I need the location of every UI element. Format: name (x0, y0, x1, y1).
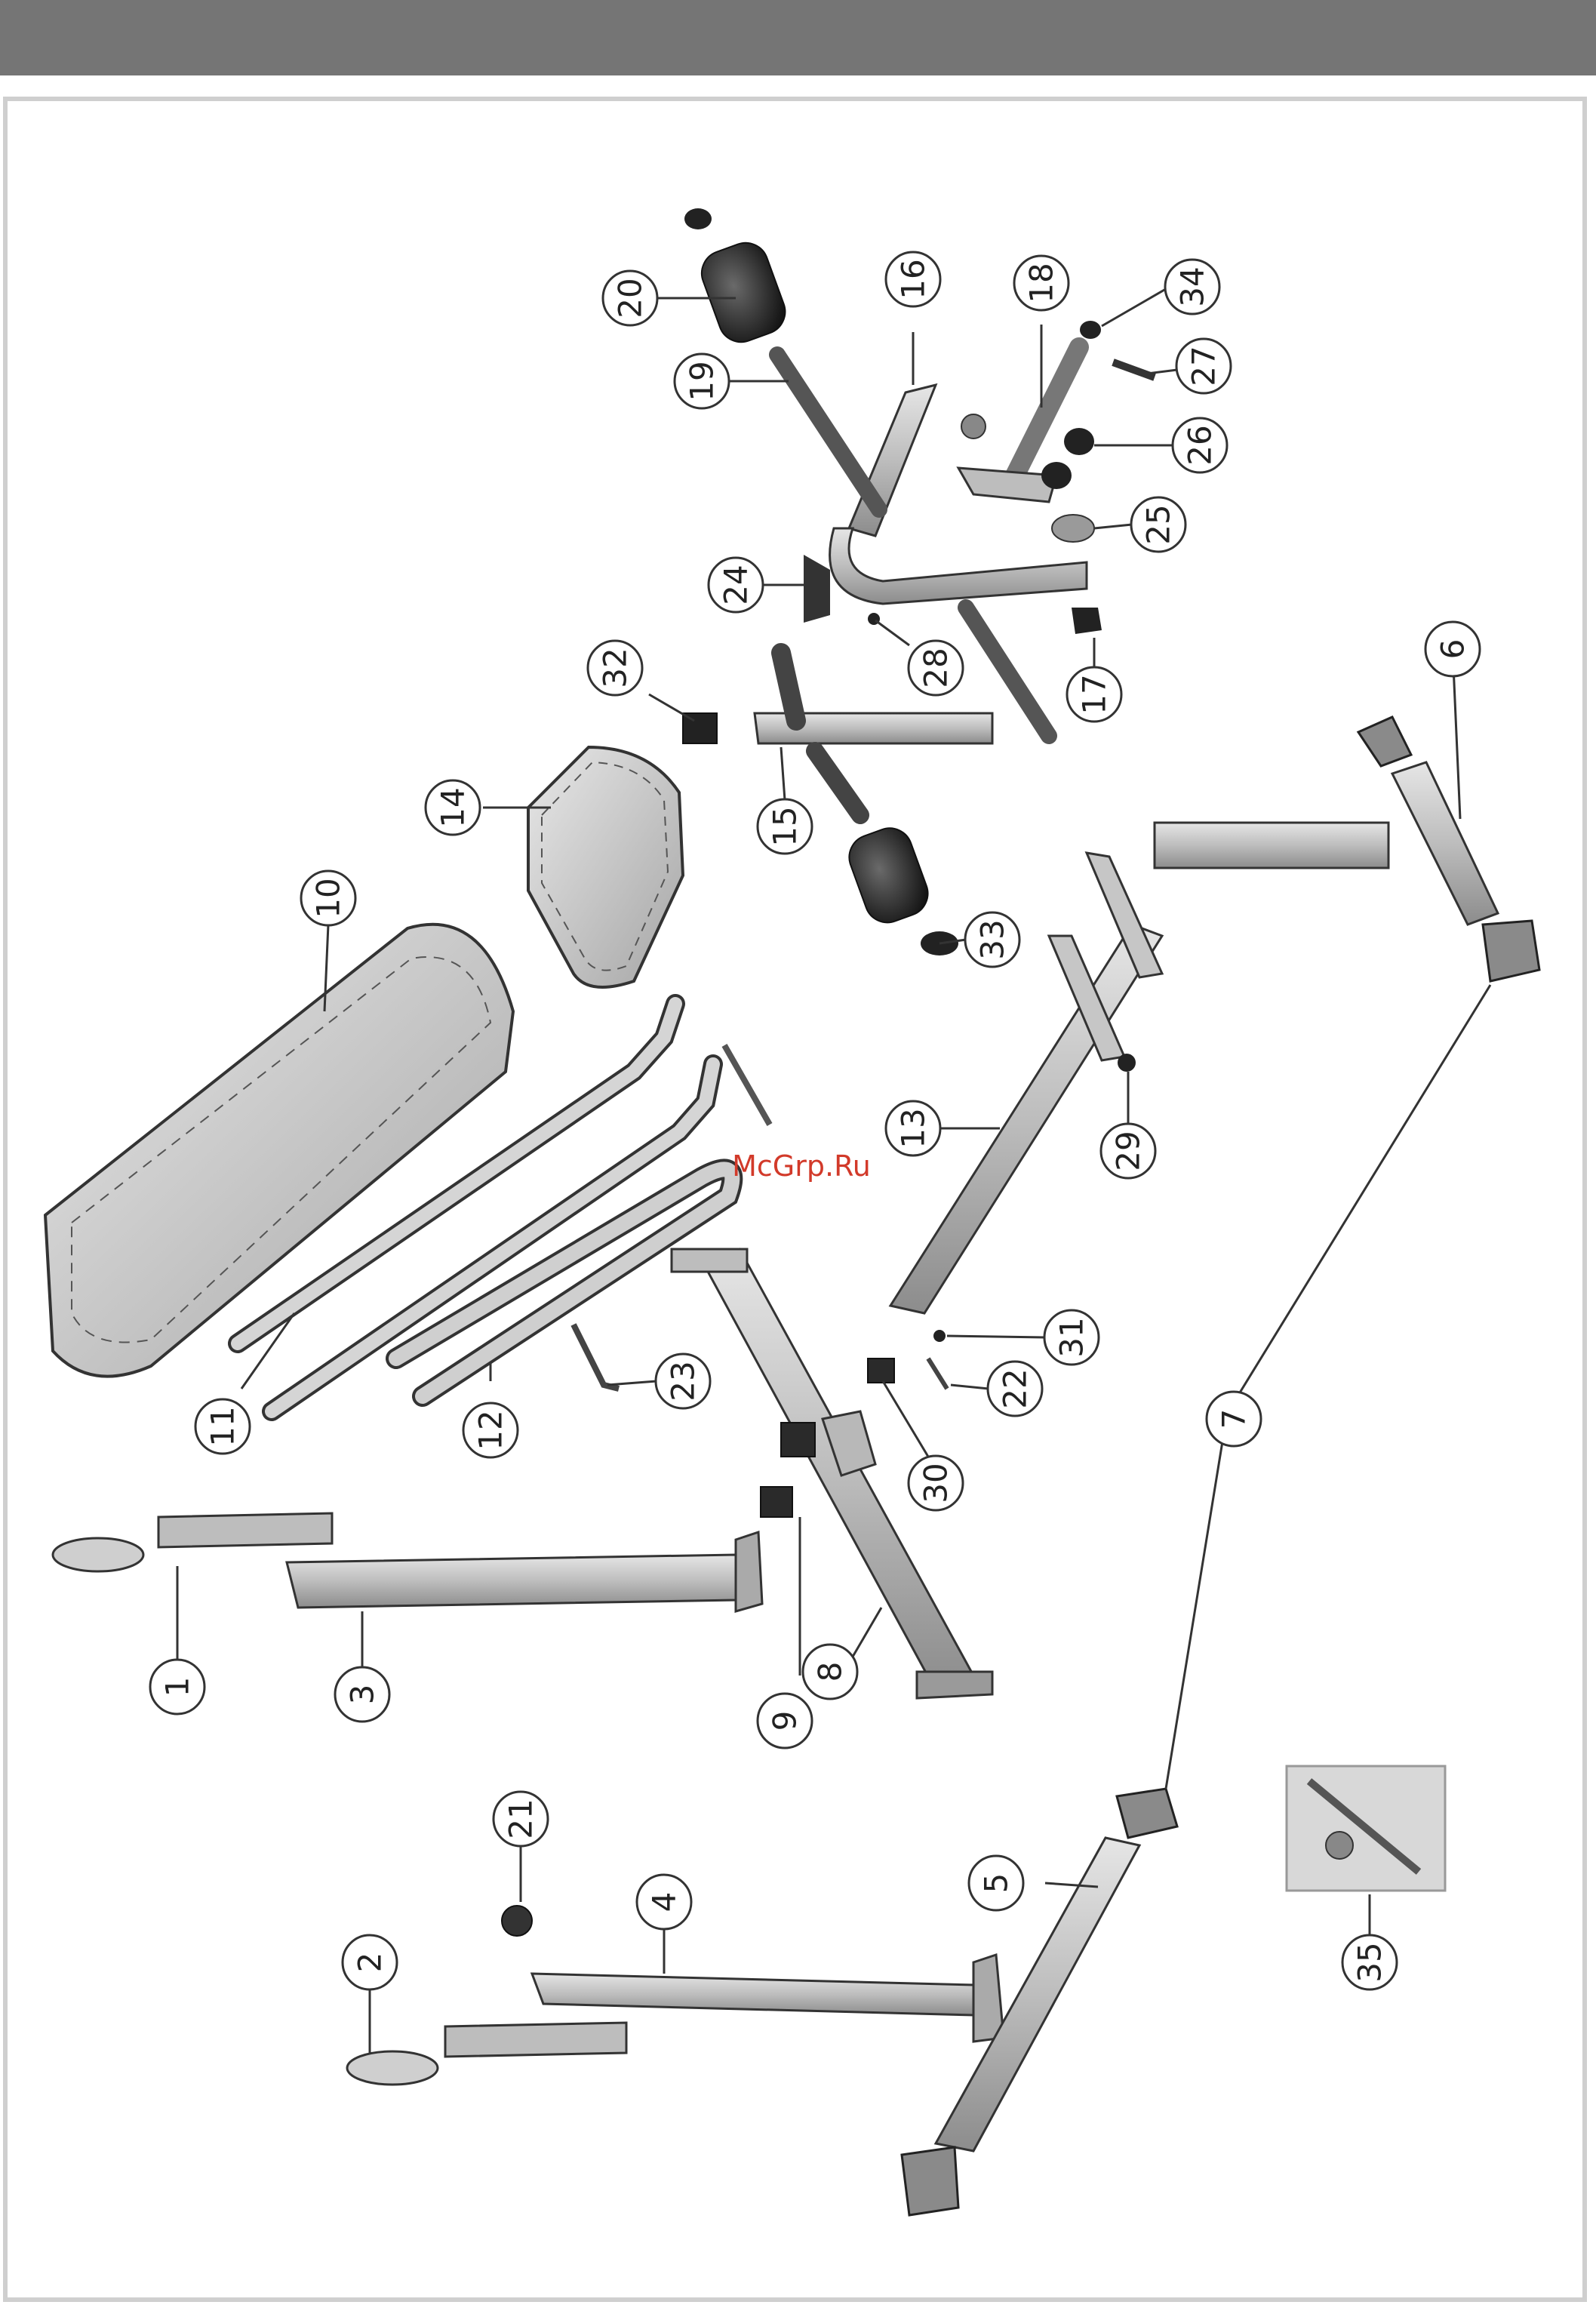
callout-34: 34 (1165, 260, 1219, 314)
callout-27: 27 (1176, 339, 1231, 393)
callout-1-label: 1 (159, 1677, 196, 1697)
callout-21-label: 21 (503, 1799, 540, 1839)
callout-11-label: 11 (204, 1406, 241, 1446)
callout-18: 18 (1014, 256, 1069, 310)
callout-1: 1 (150, 1660, 204, 1714)
callout-12-label: 12 (472, 1410, 509, 1450)
callout-28-label: 28 (918, 648, 955, 688)
callout-10: 10 (301, 871, 355, 925)
callout-32-label: 32 (597, 648, 634, 688)
callout-16: 16 (886, 252, 940, 306)
callout-21: 21 (494, 1792, 548, 1846)
callout-17: 17 (1067, 667, 1121, 722)
callout-18-label: 18 (1023, 263, 1060, 303)
watermark-text: McGrp.Ru (732, 1149, 871, 1183)
callout-25: 25 (1131, 497, 1185, 552)
parts-group (45, 208, 1539, 2215)
callout-32: 32 (588, 641, 642, 695)
callout-6-label: 6 (1435, 639, 1471, 660)
callout-35-label: 35 (1352, 1942, 1388, 1982)
part-6-cross-tube (1155, 717, 1539, 981)
callout-35: 35 (1342, 1935, 1397, 1989)
callout-33: 33 (965, 912, 1019, 967)
callout-5-label: 5 (978, 1873, 1015, 1894)
callout-20: 20 (603, 271, 657, 325)
part-20-roller (684, 208, 792, 349)
callout-8: 8 (803, 1645, 857, 1699)
callout-26-label: 26 (1182, 425, 1219, 465)
callout-3: 3 (335, 1667, 389, 1722)
callout-15: 15 (758, 799, 812, 854)
callout-27-label: 27 (1185, 346, 1222, 386)
callout-8-label: 8 (812, 1662, 849, 1682)
callout-3-label: 3 (344, 1685, 381, 1705)
callout-28: 28 (909, 641, 963, 695)
part-13-tube (890, 853, 1162, 1313)
callout-15-label: 15 (767, 806, 804, 846)
callout-2-label: 2 (352, 1953, 389, 1973)
callout-13: 13 (886, 1101, 940, 1156)
callout-17-label: 17 (1076, 674, 1113, 714)
part-14-back-pad (528, 747, 683, 987)
callout-5: 5 (969, 1856, 1023, 1910)
callout-33-label: 33 (974, 919, 1011, 959)
callout-11: 11 (195, 1399, 250, 1454)
callout-25-label: 25 (1140, 504, 1177, 544)
callout-19-label: 19 (684, 361, 721, 401)
part-19-rod (777, 355, 879, 509)
callout-29: 29 (1101, 1124, 1155, 1178)
callout-9: 9 (758, 1694, 812, 1748)
callout-7-label: 7 (1216, 1409, 1253, 1429)
callout-30: 30 (909, 1456, 963, 1510)
callout-29-label: 29 (1110, 1131, 1147, 1171)
part-33-roller (843, 822, 958, 955)
callout-23-label: 23 (665, 1361, 702, 1401)
part-3-bar (287, 1532, 762, 1611)
callout-16-label: 16 (895, 259, 932, 299)
callout-31-label: 31 (1053, 1317, 1090, 1357)
callout-4: 4 (637, 1875, 691, 1929)
callout-30-label: 30 (918, 1463, 955, 1503)
part-30-bushing (868, 1359, 894, 1383)
callout-10-label: 10 (310, 878, 347, 918)
callout-22: 22 (988, 1362, 1042, 1416)
callout-26: 26 (1173, 418, 1227, 472)
callout-23: 23 (656, 1354, 710, 1408)
part-9-bushing (761, 1487, 792, 1517)
part-35-hardware-bag (1287, 1766, 1445, 1891)
callout-19: 19 (675, 354, 729, 408)
callout-13-label: 13 (895, 1108, 932, 1148)
callout-4-label: 4 (646, 1892, 683, 1912)
callout-14: 14 (426, 780, 480, 835)
callout-7: 7 (1207, 1392, 1261, 1446)
part-2-foot (347, 2023, 626, 2085)
part-23-pin (574, 1325, 619, 1389)
callout-9-label: 9 (767, 1711, 804, 1731)
callout-31: 31 (1044, 1310, 1099, 1365)
callout-24: 24 (709, 558, 763, 612)
callout-12: 12 (463, 1403, 518, 1457)
part-21-knob (502, 1906, 532, 1936)
callout-2: 2 (343, 1935, 397, 1989)
callout-14-label: 14 (435, 787, 472, 827)
callout-20-label: 20 (612, 278, 649, 318)
callout-6: 6 (1425, 622, 1480, 676)
callout-22-label: 22 (997, 1368, 1034, 1408)
callout-34-label: 34 (1174, 266, 1211, 306)
callout-24-label: 24 (718, 565, 755, 605)
part-7-leaders (1166, 985, 1490, 1789)
